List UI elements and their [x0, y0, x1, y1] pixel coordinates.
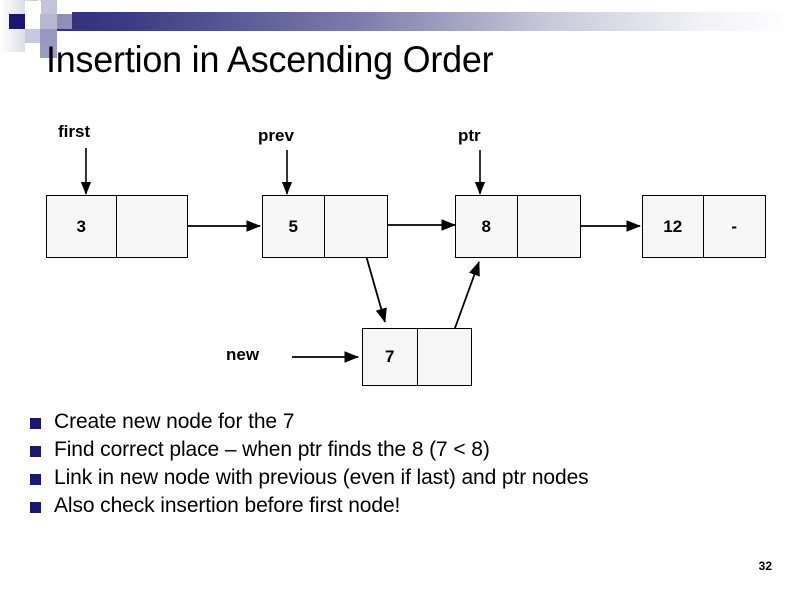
node-5-data: 5 [263, 196, 325, 257]
bullet-square-icon [30, 446, 41, 457]
pointer-label-new: new [226, 345, 260, 364]
header-square-decoration [25, 1, 41, 14]
header-square-decoration [40, 0, 57, 14]
node-8-link [518, 196, 580, 257]
list-item-text: Also check insertion before first node! [54, 494, 401, 517]
node-5-link [325, 196, 387, 257]
list-item: Also check insertion before first node! [30, 492, 730, 519]
pointer-label-ptr: ptr [458, 126, 481, 145]
pointer-label-prev: prev [258, 126, 294, 145]
bullet-list: Create new node for the 7 Find correct p… [30, 408, 730, 520]
node-5: 5 [262, 195, 388, 258]
header-square-decoration [40, 29, 57, 43]
header-square-decoration [25, 29, 40, 43]
header-square-decoration [57, 14, 72, 29]
node-12-link: - [731, 216, 738, 236]
header-square-decoration [25, 14, 40, 29]
header-square-decoration [40, 14, 57, 29]
node-7-data: 7 [363, 329, 418, 385]
list-item-text: Find correct place – when ptr finds the … [54, 438, 490, 461]
node-7-new: 7 [362, 328, 472, 386]
node-3-link [117, 196, 188, 257]
list-item: Find correct place – when ptr finds the … [30, 436, 730, 463]
header-gradient-bar [36, 12, 794, 31]
bullet-square-icon [30, 502, 41, 513]
node-7-link [418, 329, 472, 385]
node-3: 3 [46, 195, 188, 258]
bullet-square-icon [30, 418, 41, 429]
bullet-square-icon [30, 474, 41, 485]
pointer-label-first: first [58, 122, 91, 141]
node-12-data: 12 [643, 196, 704, 257]
node-12: 12 - [642, 195, 766, 258]
page-number: 32 [758, 559, 772, 573]
list-item-text: Link in new node with previous (even if … [54, 466, 589, 489]
list-item-text: Create new node for the 7 [54, 410, 295, 433]
node-3-data: 3 [47, 196, 117, 257]
node-8-data: 8 [456, 196, 518, 257]
list-item: Create new node for the 7 [30, 408, 730, 435]
slide-title: Insertion in Ascending Order [46, 39, 494, 80]
node-8: 8 [455, 195, 581, 258]
list-item: Link in new node with previous (even if … [30, 464, 730, 491]
header-square-decoration [9, 14, 25, 29]
header-square-decoration [40, 43, 57, 58]
header-square-decoration [57, 0, 72, 14]
header-square-decoration [25, 43, 40, 57]
